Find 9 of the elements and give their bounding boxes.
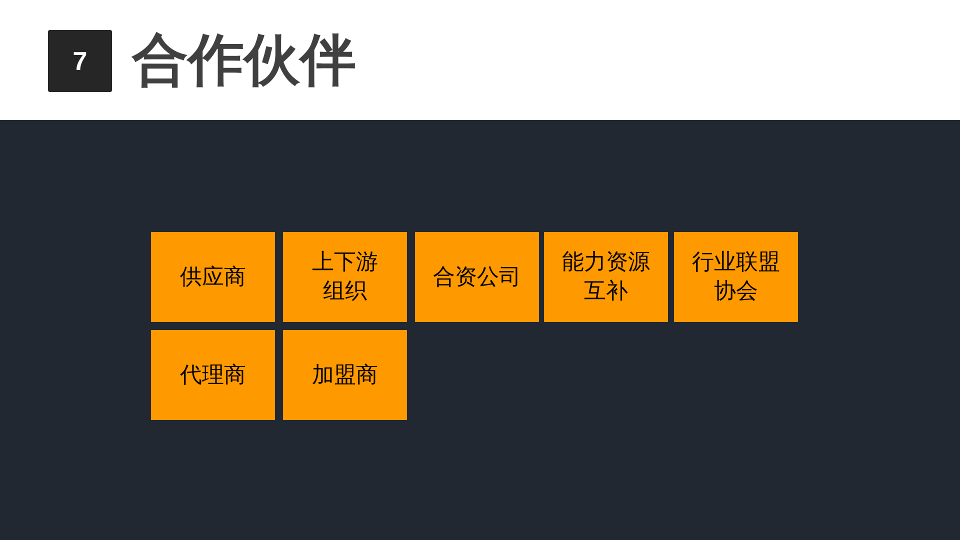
partner-box: 上下游组织: [283, 232, 407, 322]
number-badge: 7: [48, 30, 112, 92]
partner-box: 加盟商: [283, 330, 407, 420]
partner-box: 能力资源互补: [544, 232, 668, 322]
partner-box: 供应商: [151, 232, 275, 322]
title: 合作伙伴: [132, 27, 356, 93]
partner-box: 代理商: [151, 330, 275, 420]
partner-box: 行业联盟协会: [674, 232, 798, 322]
partner-box: 合资公司: [415, 232, 539, 322]
